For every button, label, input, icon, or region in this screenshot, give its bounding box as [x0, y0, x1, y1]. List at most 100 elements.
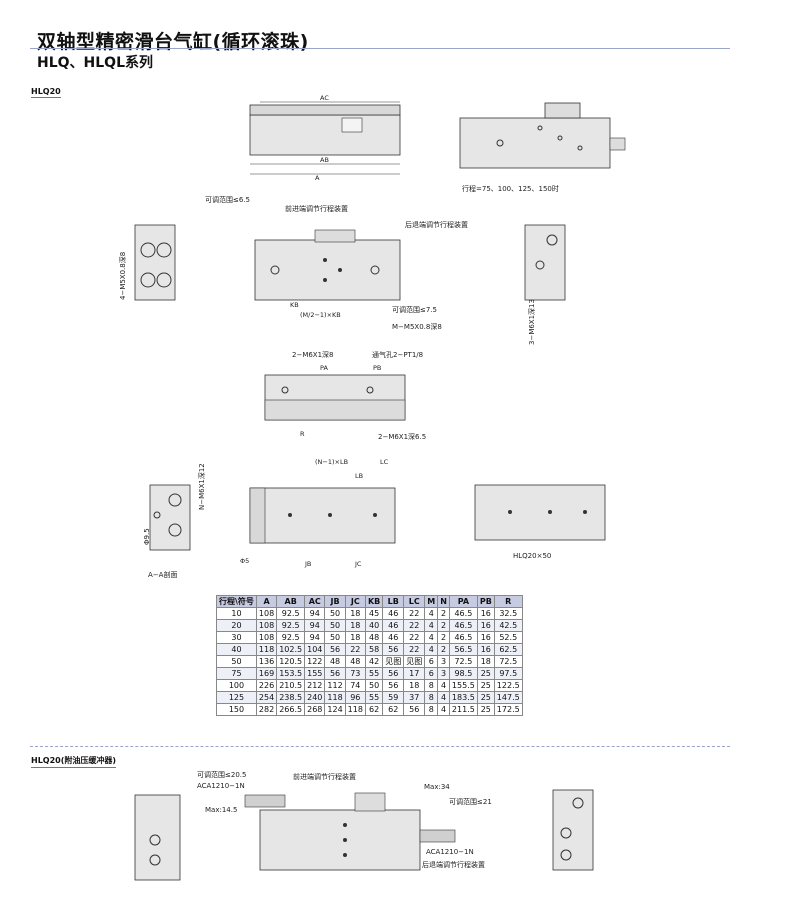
label-buf-max34: Max:34 — [424, 783, 450, 791]
label-buf-adjust-21: 可调范围≤21 — [449, 798, 492, 806]
table-cell: 147.5 — [493, 691, 523, 704]
dim-pb: PB — [373, 364, 381, 372]
table-cell: 55 — [364, 667, 384, 680]
table-cell: 50 — [364, 679, 384, 692]
label-4m5-thread: 4−M5X0.8深8 — [119, 251, 127, 300]
drawing-main-view-2: (N−1)×LB LC LB JB JC Φ5 — [240, 458, 396, 568]
dim-pa: PA — [320, 364, 329, 372]
table-cell: 153.5 — [276, 667, 306, 680]
table-cell: 56 — [382, 643, 405, 656]
dim-jc: JC — [354, 560, 362, 568]
section-label-hlq20-buffer: HLQ20(附油压缓冲器) — [31, 755, 117, 768]
dim-inlb: (N−1)×LB — [315, 458, 348, 466]
table-cell: 2 — [437, 607, 450, 620]
table-cell: 46 — [382, 619, 405, 632]
table-cell: 96 — [344, 691, 366, 704]
series-subtitle: HLQ、HLQL系列 — [37, 55, 153, 71]
table-cell: 6 — [424, 655, 439, 668]
table-cell: 72.5 — [493, 655, 523, 668]
table-cell: 48 — [344, 655, 366, 668]
table-cell: 268 — [304, 703, 326, 716]
table-cell: 4 — [437, 679, 450, 692]
dim-lb: LB — [355, 472, 363, 480]
table-cell: 118 — [324, 691, 346, 704]
table-cell: 8 — [424, 703, 439, 716]
drawing-end-view-1 — [134, 224, 176, 301]
drawing-hlq20x50 — [474, 484, 606, 541]
table-cell: 46 — [382, 607, 405, 620]
table-cell: 118 — [344, 703, 366, 716]
table-cell: 32.5 — [493, 607, 523, 620]
table-cell: 3 — [437, 667, 450, 680]
table-cell: 282 — [255, 703, 278, 716]
table-cell: 22 — [403, 631, 426, 644]
table-cell: 122 — [304, 655, 326, 668]
table-cell: 见图 — [382, 655, 405, 668]
table-cell: 25 — [476, 703, 495, 716]
table-cell: 92.5 — [276, 619, 306, 632]
table-cell: 118 — [255, 643, 278, 656]
table-cell: 48 — [324, 655, 346, 668]
table-cell: 169 — [255, 667, 278, 680]
table-cell: 226 — [255, 679, 278, 692]
dim-kb: KB — [290, 301, 299, 309]
table-cell: 98.5 — [448, 667, 478, 680]
table-cell: 6 — [424, 667, 439, 680]
drawing-section-aa — [149, 484, 191, 551]
table-cell: 73 — [344, 667, 366, 680]
label-section-aa: A−A剖面 — [148, 571, 178, 579]
table-cell: 4 — [437, 691, 450, 704]
label-2m6-bottom: 2−M6X1深6.5 — [378, 433, 427, 441]
table-cell: 211.5 — [448, 703, 478, 716]
drawing-main-view-1: KB (M/2−1)×KB — [254, 229, 401, 319]
label-adjust-range-75: 可调范围≤7.5 — [392, 306, 437, 314]
table-cell: 72.5 — [448, 655, 478, 668]
table-cell: 108 — [255, 607, 278, 620]
table-cell: 50 — [324, 631, 346, 644]
table-cell: 46.5 — [448, 619, 478, 632]
table-cell: 56 — [382, 679, 405, 692]
drawing-top-view-1 — [459, 102, 626, 169]
table-cell: 56 — [403, 703, 426, 716]
dim-ab: AB — [320, 156, 329, 164]
table-cell: 136 — [255, 655, 278, 668]
table-cell: 92.5 — [276, 607, 306, 620]
table-cell: 212 — [304, 679, 326, 692]
table-cell: 2 — [437, 631, 450, 644]
table-cell: 25 — [476, 691, 495, 704]
table-header: JB — [324, 595, 346, 608]
table-cell: 104 — [304, 643, 326, 656]
table-cell: 46.5 — [448, 607, 478, 620]
drawing-side-view-2: PA PB R — [264, 364, 406, 438]
table-cell: 62.5 — [493, 643, 523, 656]
table-cell: 2 — [437, 643, 450, 656]
table-cell: 108 — [255, 619, 278, 632]
table-cell: 94 — [304, 631, 326, 644]
page-title: 双轴型精密滑台气缸(循环滚珠) — [37, 31, 309, 53]
table-cell: 3 — [437, 655, 450, 668]
label-buf-front: 前进端调节行程装置 — [293, 773, 356, 781]
table-cell: 75 — [216, 667, 257, 680]
table-cell: 62 — [364, 703, 384, 716]
table-cell: 50 — [324, 607, 346, 620]
label-vent: 通气孔2−PT1/8 — [372, 351, 424, 359]
table-header: 行程\符号 — [216, 595, 257, 608]
table-cell: 8 — [424, 679, 439, 692]
table-cell: 37 — [403, 691, 426, 704]
table-cell: 120.5 — [276, 655, 306, 668]
dim-r: R — [300, 430, 305, 438]
table-cell: 108 — [255, 631, 278, 644]
drawing-end-view-2 — [524, 224, 566, 301]
table-cell: 18 — [344, 607, 366, 620]
table-cell: 55 — [364, 691, 384, 704]
table-header: KB — [364, 595, 384, 608]
table-cell: 4 — [424, 643, 439, 656]
table-cell: 4 — [424, 631, 439, 644]
label-buf-aca1: ACA1210−1N — [197, 782, 245, 790]
dim-imkb: (M/2−1)×KB — [300, 311, 341, 319]
table-cell: 56 — [382, 667, 405, 680]
table-cell: 155 — [304, 667, 326, 680]
